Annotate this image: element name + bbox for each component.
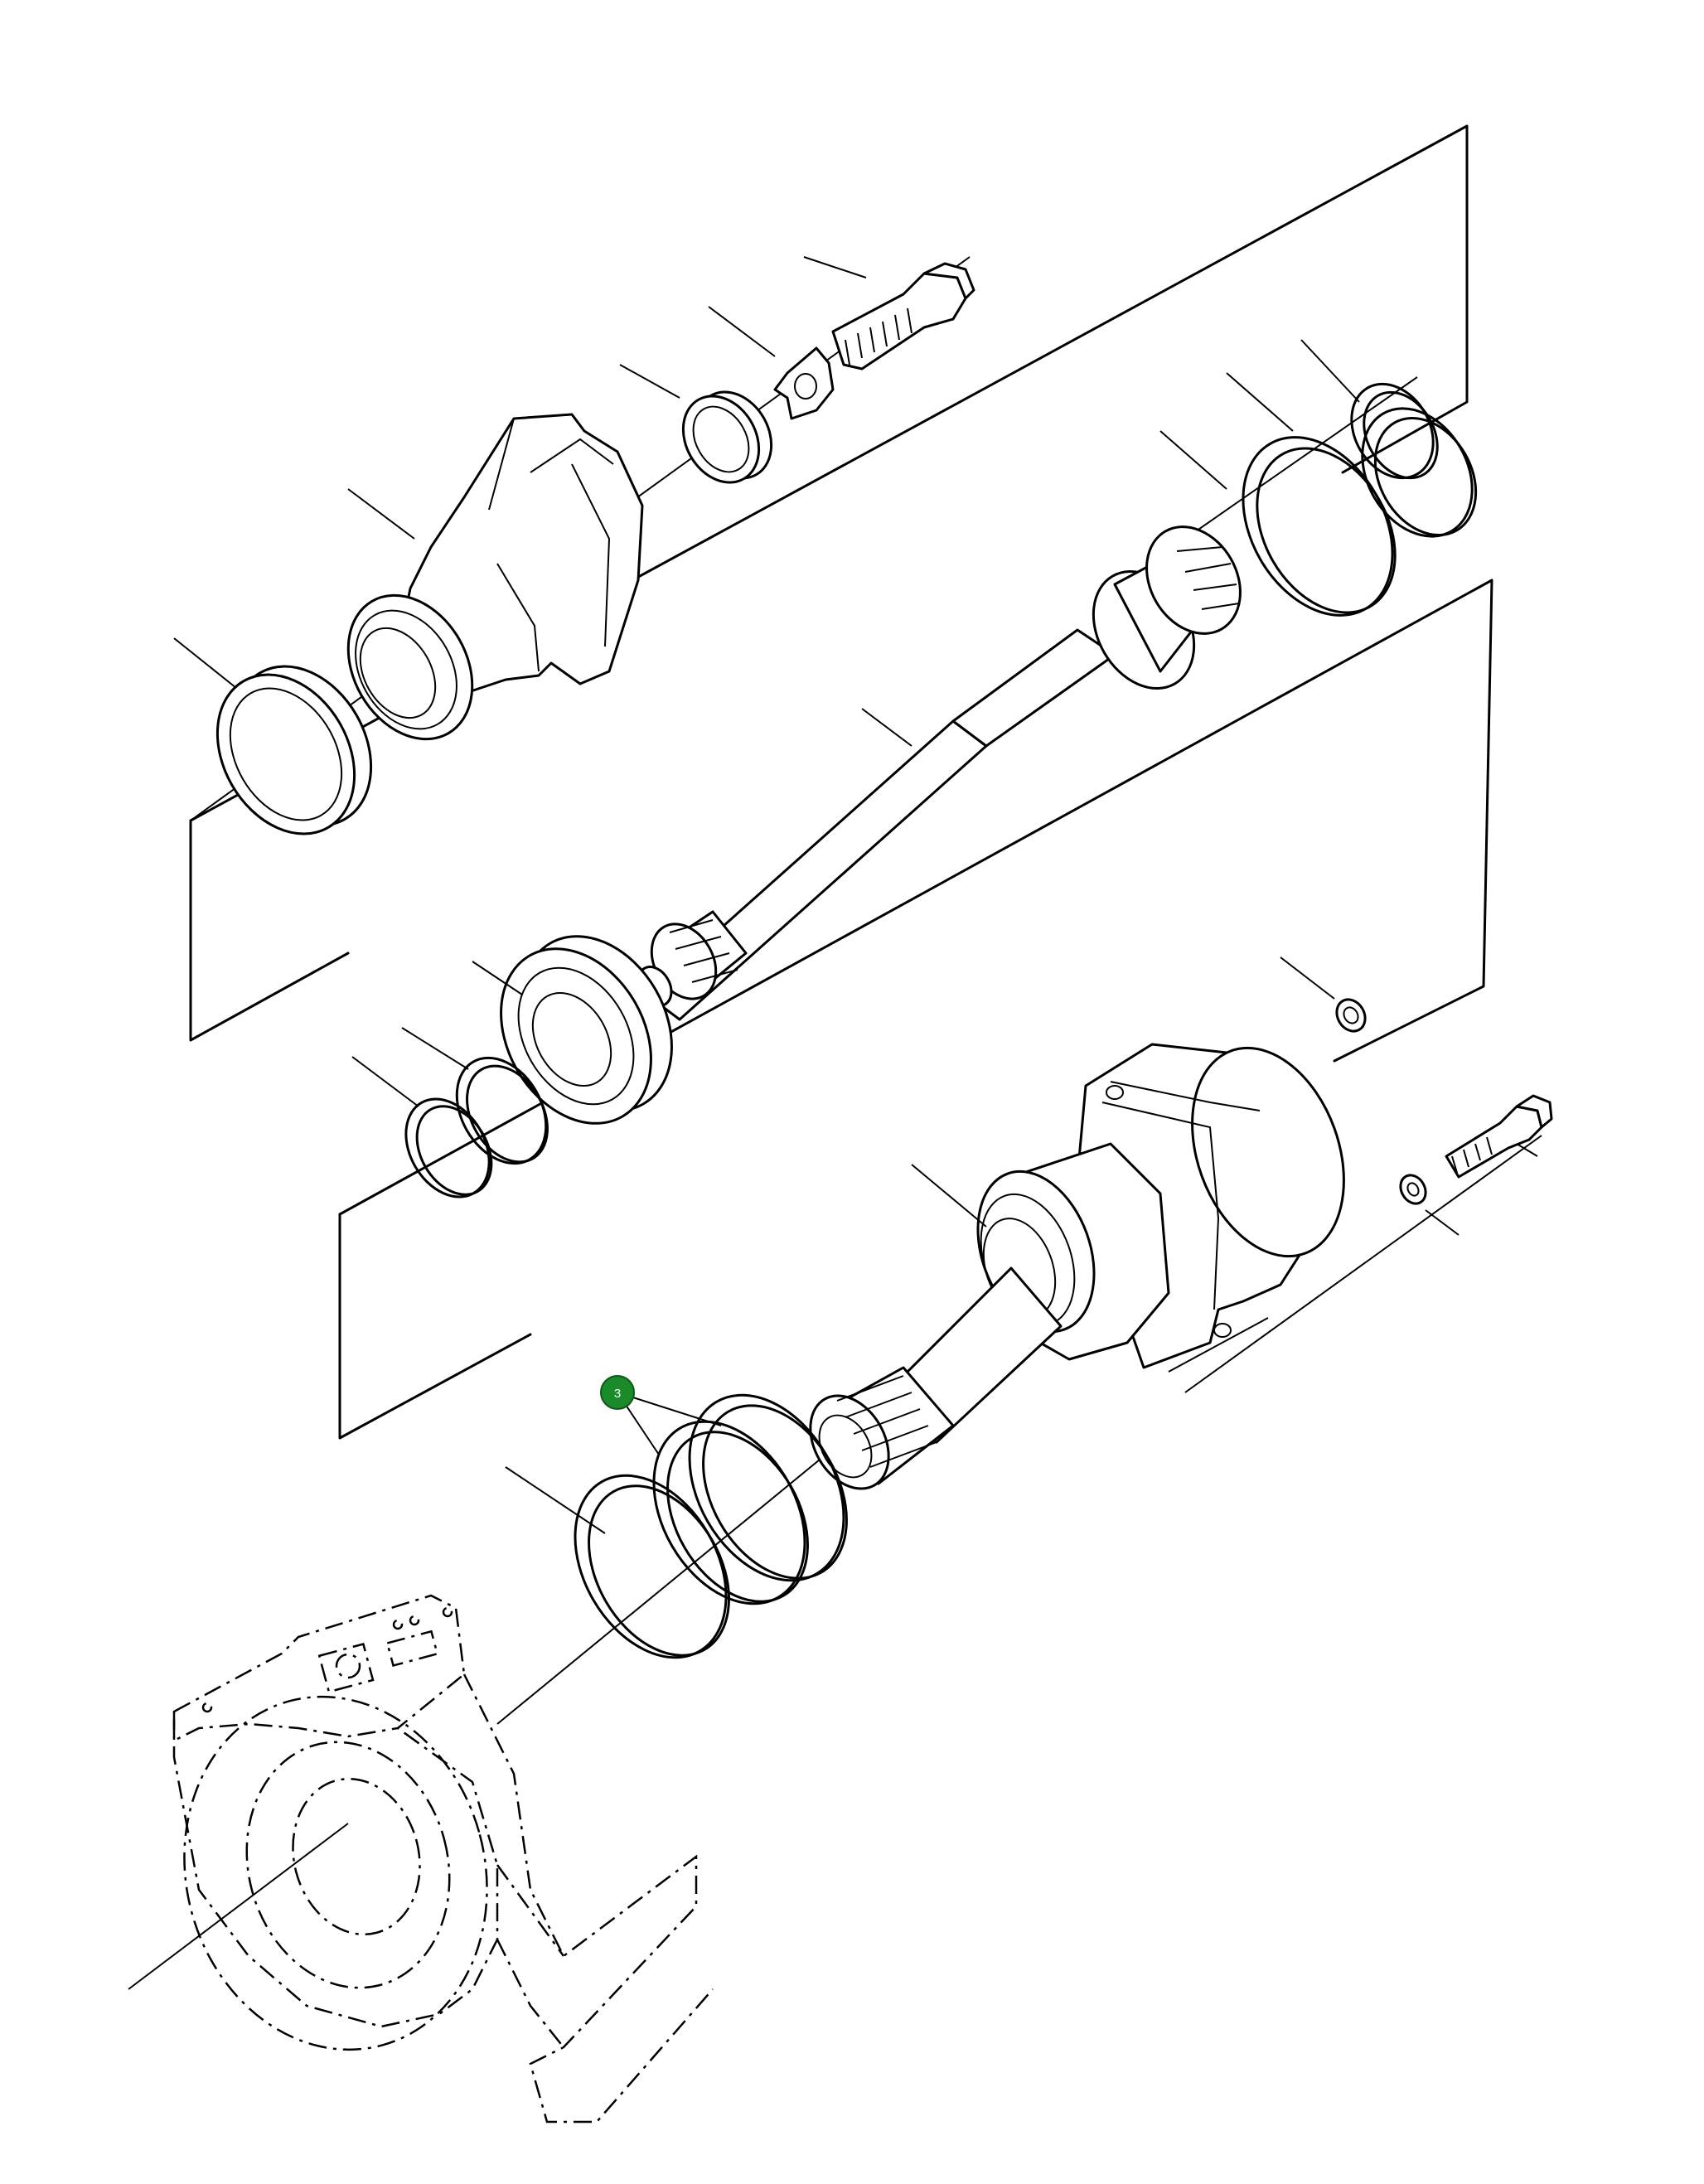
callout-badge-3[interactable]: 3	[600, 1375, 635, 1410]
o-ring-pair-callout-3	[652, 1393, 848, 1605]
assembly-frame-lower	[338, 579, 1493, 1440]
leader-input-shaft	[861, 708, 913, 747]
leader-ball-bearing	[472, 961, 523, 995]
snap-ring-set	[404, 1056, 549, 1199]
leader-cap-screw	[803, 256, 867, 278]
callout-label-3: 3	[614, 1387, 621, 1401]
transmission-case-phantom	[172, 1594, 714, 2123]
leader-o-ring-c	[1300, 339, 1360, 403]
seal-ring-lower	[574, 1474, 730, 1659]
companion-flange-yoke	[346, 413, 644, 741]
retaining-cap	[681, 390, 773, 484]
ball-bearing	[500, 935, 673, 1125]
leader-washer	[1425, 1209, 1460, 1236]
callout-3-leader-a	[617, 1392, 722, 1426]
cap-screw	[831, 262, 975, 370]
leader-o-ring-b	[1226, 372, 1294, 432]
oil-seal	[215, 665, 373, 835]
leader-flange-bolt	[1516, 1143, 1538, 1157]
o-ring-set-upper	[1242, 382, 1478, 617]
leader-oil-seal	[173, 637, 237, 689]
leader-retaining-cap	[619, 364, 680, 399]
assembly-frame-upper	[189, 124, 1469, 1042]
lock-plate	[773, 346, 835, 420]
bearing-housing	[809, 1043, 1345, 1490]
input-shaft	[637, 525, 1242, 1021]
leader-housing-face	[1168, 1317, 1269, 1373]
leader-snap-ring-b	[351, 1056, 419, 1107]
leader-seal-ring-lower	[505, 1466, 606, 1534]
leader-snap-ring-a	[401, 1027, 469, 1070]
leader-companion-flange	[347, 488, 415, 540]
leader-lock-plate	[708, 306, 776, 357]
leader-bearing-housing	[911, 1164, 987, 1228]
leader-o-ring-a	[1159, 430, 1227, 490]
leader-pipe-plug	[1280, 956, 1335, 1000]
pipe-plug	[1335, 998, 1367, 1033]
flange-bolt	[1399, 1094, 1553, 1205]
